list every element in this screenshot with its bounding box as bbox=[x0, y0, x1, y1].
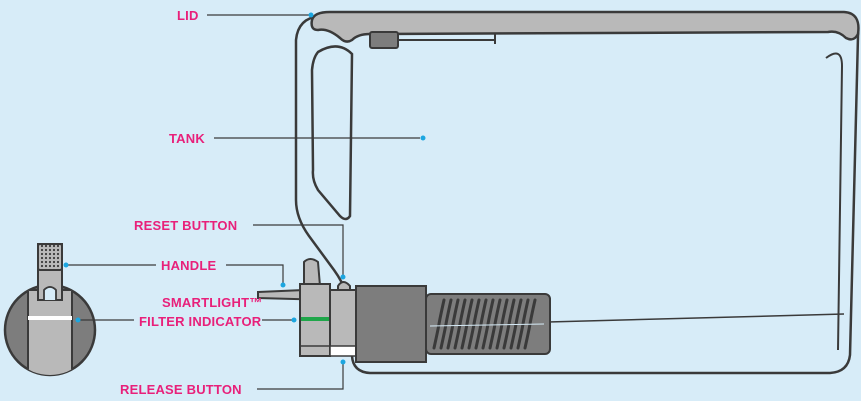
label-release-button: RELEASE BUTTON bbox=[120, 382, 242, 397]
spiral-slot bbox=[481, 298, 495, 350]
spiral-slot bbox=[432, 298, 446, 350]
release-button-part bbox=[329, 345, 357, 357]
spiral-filter-icon bbox=[429, 298, 545, 350]
lid-rim bbox=[310, 10, 860, 43]
callout-release-button: RELEASE BUTTON bbox=[120, 359, 346, 397]
filter-neck bbox=[329, 289, 357, 355]
label-smartlight-line1: SMARTLIGHT™ bbox=[162, 295, 262, 310]
spiral-slot bbox=[453, 298, 467, 350]
cartridge-seam bbox=[429, 323, 545, 327]
filter-assembly bbox=[257, 258, 551, 363]
tank-inner-handle bbox=[310, 45, 354, 221]
label-smartlight-line2: FILTER INDICATOR bbox=[139, 314, 262, 329]
inset-handle-notch bbox=[43, 286, 57, 300]
label-tank: TANK bbox=[169, 131, 205, 146]
callout-lid: LID bbox=[177, 8, 314, 23]
spiral-slot bbox=[446, 298, 460, 350]
grip-icon bbox=[37, 243, 63, 271]
callout-handle: HANDLE bbox=[63, 258, 286, 288]
lid-latch bbox=[369, 31, 399, 49]
handle-detail-inset bbox=[3, 243, 97, 377]
label-reset-button: RESET BUTTON bbox=[134, 218, 237, 233]
spiral-slot bbox=[474, 298, 488, 350]
callout-smartlight: SMARTLIGHT™ FILTER INDICATOR bbox=[75, 295, 297, 329]
spiral-slot bbox=[488, 298, 502, 350]
callout-reset-button: RESET BUTTON bbox=[134, 218, 346, 280]
spiral-slot bbox=[495, 298, 509, 350]
pitcher-lid bbox=[310, 10, 860, 49]
tank-right-inner-wall bbox=[825, 52, 844, 351]
spiral-slot bbox=[460, 298, 474, 350]
spiral-slot bbox=[467, 298, 481, 350]
pitcher-tank bbox=[294, 12, 860, 375]
water-line bbox=[547, 313, 845, 323]
label-lid: LID bbox=[177, 8, 199, 23]
inset-indicator-strip bbox=[28, 316, 72, 320]
spiral-slot bbox=[502, 298, 516, 350]
filter-indicator-light bbox=[301, 317, 329, 321]
filter-body bbox=[355, 285, 427, 363]
spiral-slot bbox=[439, 298, 453, 350]
label-handle: HANDLE bbox=[161, 258, 216, 273]
callout-tank: TANK bbox=[169, 131, 426, 146]
